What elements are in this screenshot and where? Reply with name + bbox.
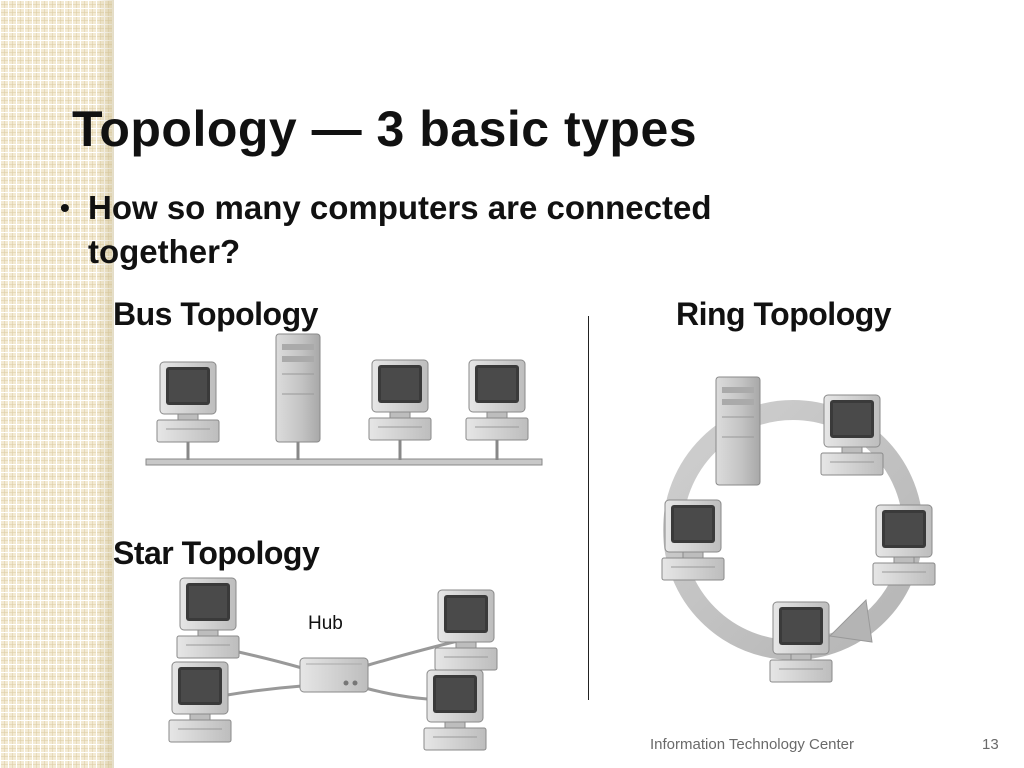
slide-title: Topology — 3 basic types xyxy=(72,101,698,157)
server-tower-icon xyxy=(715,376,761,486)
decorative-side-shade xyxy=(96,0,114,768)
server-tower-icon xyxy=(275,333,321,443)
decorative-side-pattern xyxy=(0,0,112,768)
computer-icon xyxy=(176,577,240,659)
bus-backbone-cable xyxy=(145,458,543,466)
ring-arrow-icon xyxy=(828,598,873,643)
computer-icon xyxy=(661,499,725,581)
footer-text: Information Technology Center xyxy=(650,736,855,753)
computer-icon xyxy=(168,661,232,743)
column-divider xyxy=(588,316,589,700)
computer-icon xyxy=(434,589,498,671)
computer-icon xyxy=(820,394,884,476)
ring-topology-label: Ring Topology xyxy=(676,296,892,332)
computer-icon xyxy=(769,601,833,683)
bullet-point: • How so many computers are connected to… xyxy=(60,186,860,274)
computer-icon xyxy=(465,359,529,441)
bus-topology-diagram xyxy=(145,333,543,466)
page-number: 13 xyxy=(982,736,999,753)
computer-icon xyxy=(423,669,487,751)
bullet-text: How so many computers are connected toge… xyxy=(88,189,712,270)
bus-topology-label: Bus Topology xyxy=(113,296,318,332)
computer-icon xyxy=(368,359,432,441)
star-topology-diagram xyxy=(168,577,498,751)
star-topology-label: Star Topology xyxy=(113,535,320,571)
hub-device-icon xyxy=(299,657,369,693)
computer-icon xyxy=(872,504,936,586)
ring-topology-diagram xyxy=(661,376,936,683)
bullet-marker: • xyxy=(60,192,70,223)
computer-icon xyxy=(156,361,220,443)
hub-label: Hub xyxy=(308,613,343,634)
